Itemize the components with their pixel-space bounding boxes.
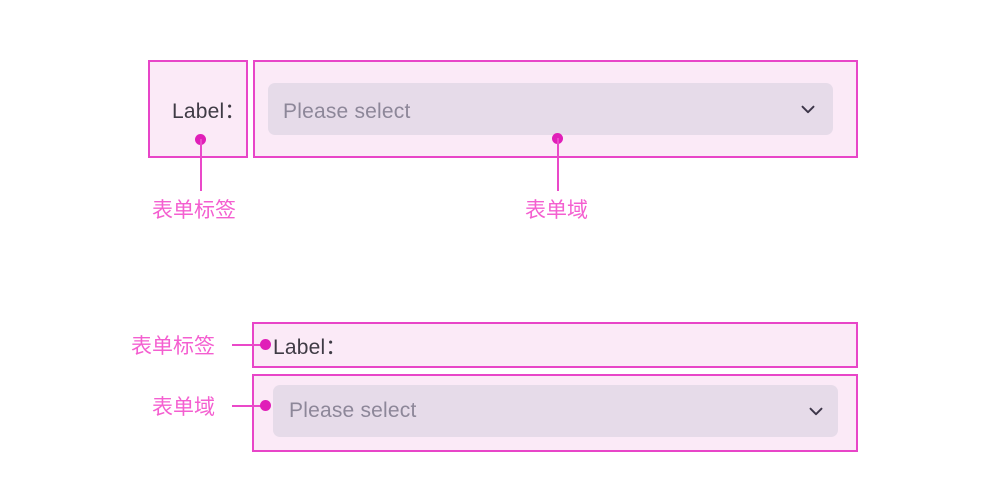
chevron-down-icon[interactable] [805,400,827,422]
stacked-select-control[interactable] [273,385,838,437]
inline-select-control[interactable] [268,83,833,135]
stacked-label-caption: 表单标签 [131,334,215,358]
inline-select-placeholder: Please select [283,100,411,123]
stacked-field-callout-line [232,405,264,407]
stacked-field-caption: 表单域 [152,395,215,419]
inline-label-callout-line [200,139,202,191]
inline-label-caption: 表单标签 [152,198,236,222]
chevron-down-icon[interactable] [797,98,819,120]
stacked-label-box [252,322,858,368]
stacked-select-placeholder: Please select [289,399,417,422]
inline-label-text: Label： [172,100,246,123]
stacked-field-callout-dot [260,400,271,411]
inline-field-callout-line [557,138,559,191]
stacked-label-text: Label： [273,336,347,359]
inline-field-caption: 表单域 [525,198,588,222]
stacked-label-callout-dot [260,339,271,350]
stacked-label-callout-line [232,344,264,346]
